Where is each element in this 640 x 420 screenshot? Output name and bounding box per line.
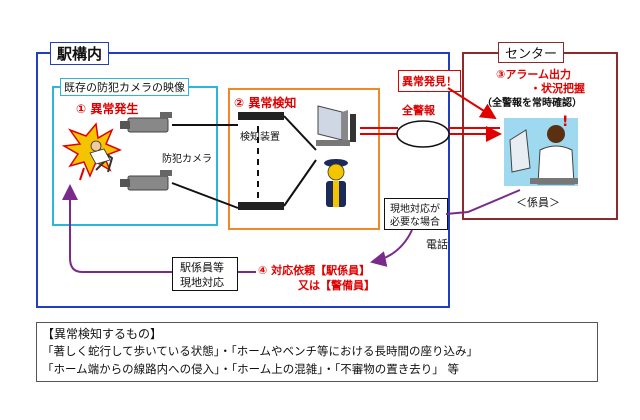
step2-label: ② 異常検知 <box>234 96 297 110</box>
staff-onsite-box <box>172 257 238 291</box>
anomaly-label: 異常発見！ <box>398 70 461 92</box>
device-label: 検知装置 <box>240 132 280 143</box>
step4-line2: 又は【警備員】 <box>298 279 375 292</box>
onsite-line2: 必要な場合 <box>390 217 440 228</box>
onsite-line1: 現地対応が <box>390 204 440 215</box>
notes-line2: 「ホーム端からの線路内への侵入」・「ホーム上の混雑」・「不審物の置き去り」 等 <box>42 362 459 376</box>
staff-label: ＜係員＞ <box>516 196 560 209</box>
station-frame <box>36 52 450 308</box>
staff-onsite-line2: 現地対応 <box>180 276 224 289</box>
phone-label: 電話 <box>426 238 448 251</box>
camera-area-title: 既存の防犯カメラの映像 <box>60 78 189 96</box>
step3-line2: ・状況把握 <box>530 82 585 95</box>
station-title: 駅構内 <box>50 42 110 65</box>
step1-label: ① 異常発生 <box>76 102 139 116</box>
center-title: センター <box>498 42 565 63</box>
camera-label: 防犯カメラ <box>162 154 212 165</box>
detect-area-frame <box>228 88 380 230</box>
step4-line1: ④ 対応依頼【駅係員】 <box>258 264 371 277</box>
onsite-box <box>384 198 448 230</box>
step3-line1: ③アラーム出力 <box>496 68 571 81</box>
step3-line3: （全警報を常時確認） <box>482 98 582 109</box>
staff-onsite-line1: 駅係員等 <box>180 261 224 274</box>
all-alarm-label: 全警報 <box>402 104 435 117</box>
notes-title: 【異常検知するもの】 <box>42 327 163 341</box>
notes-line1: 「著しく蛇行して歩いている状態」・「ホームやベンチ等における長時間の座り込み」 <box>42 344 478 358</box>
network-label: Network <box>400 131 438 141</box>
notes-box <box>36 322 598 382</box>
